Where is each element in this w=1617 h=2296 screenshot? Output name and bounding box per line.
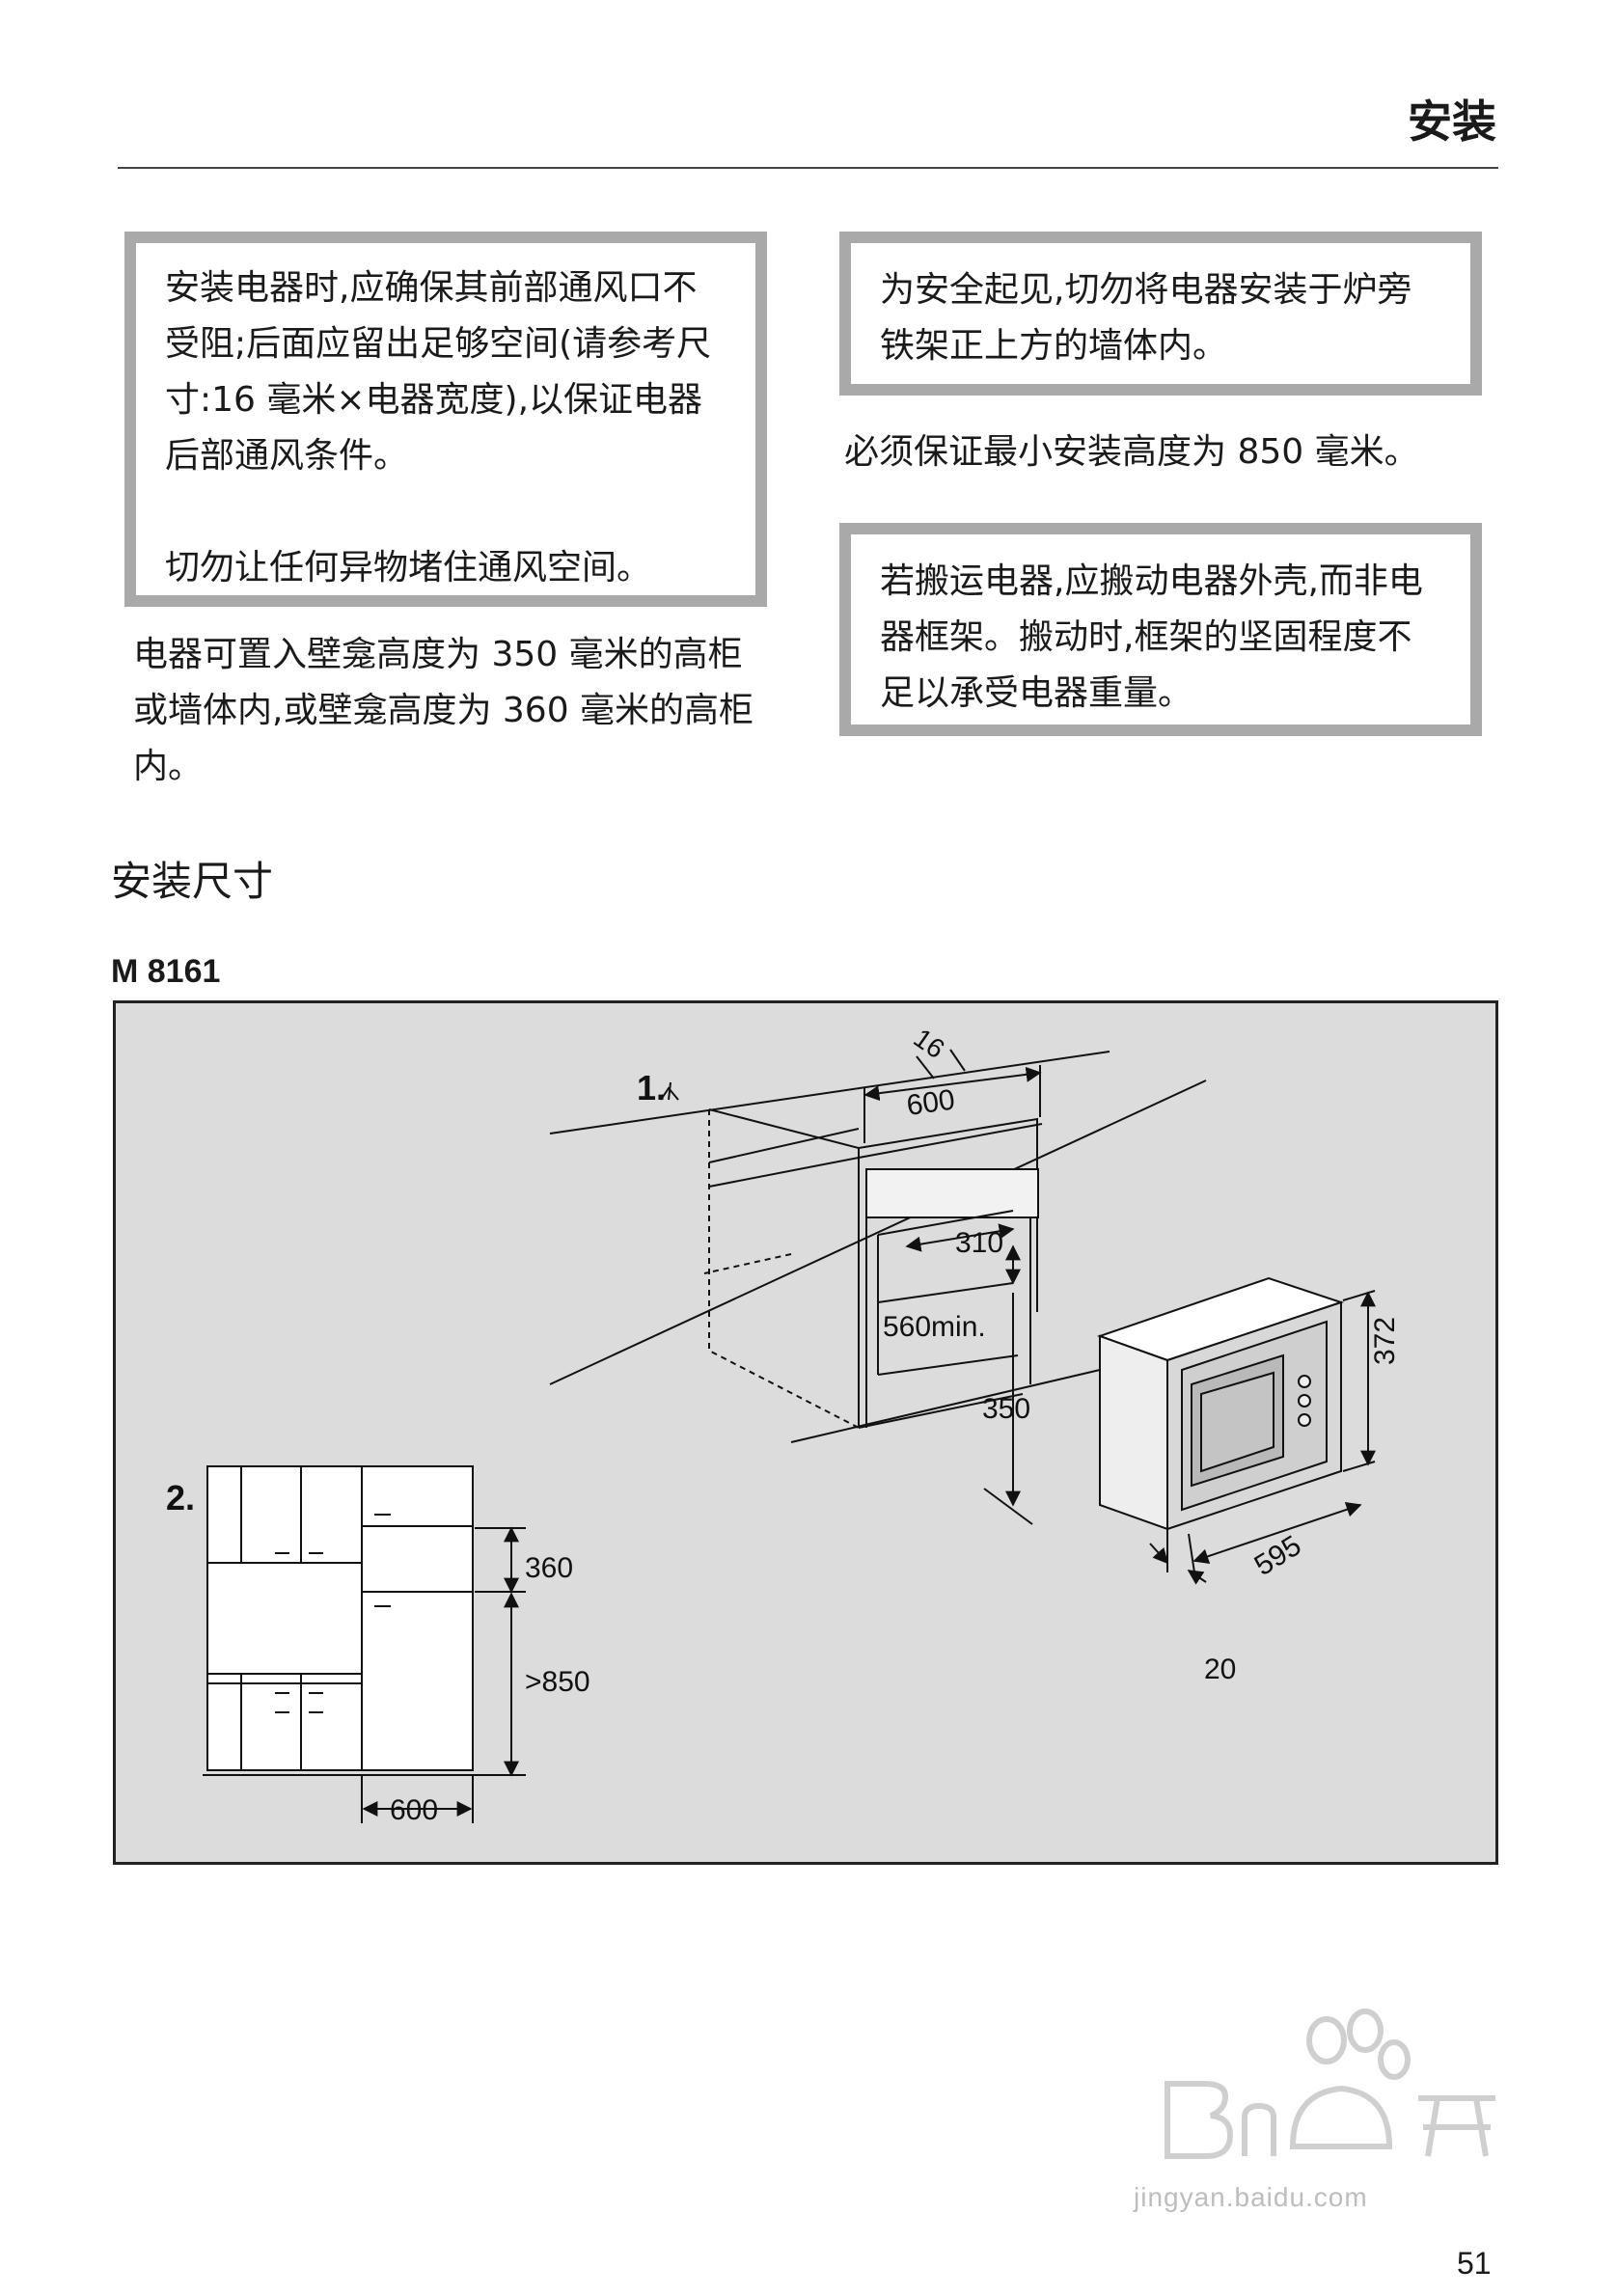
page-header-title: 安装 xyxy=(1408,96,1496,148)
dim-360-label: 360 xyxy=(525,1552,573,1584)
carry-notice-box: 若搬运电器,应搬动电器外壳,而非电器框架。搬动时,框架的坚固程度不足以承受电器重… xyxy=(839,523,1482,736)
dim-600-bottom-label: 600 xyxy=(390,1794,438,1826)
dim-850-label: >850 xyxy=(525,1666,590,1698)
dim-372-label: 372 xyxy=(1369,1317,1401,1365)
dim-16-label: 16 xyxy=(908,1023,949,1064)
ventilation-warning-text: 切勿让任何异物堵住通风空间。 xyxy=(165,548,652,588)
installation-diagram: 1. 2. 16 600 310 560min. 350 372 595 20 … xyxy=(113,1000,1498,1865)
kitchen-cabinet-drawing xyxy=(203,1465,526,1823)
safety-notice-text: 为安全起见,切勿将电器安装于炉旁铁架正上方的墙体内。 xyxy=(880,270,1412,366)
baidu-watermark-logo xyxy=(1165,2009,1495,2159)
niche-drawing xyxy=(549,1049,1207,1525)
model-label: M 8161 xyxy=(111,953,221,990)
ventilation-notice-box: 安装电器时,应确保其前部通风口不受阻;后面应留出足够空间(请参考尺寸:16 毫米… xyxy=(124,232,767,607)
dim-600-top-label: 600 xyxy=(905,1083,957,1122)
ventilation-notice-text: 安装电器时,应确保其前部通风口不受阻;后面应留出足够空间(请参考尺寸:16 毫米… xyxy=(165,268,712,476)
dim-310-label: 310 xyxy=(955,1227,1003,1259)
microwave-drawing xyxy=(1096,1276,1376,1585)
step-2-label: 2. xyxy=(166,1478,195,1517)
installation-diagram-drawing: 1. 2. 16 600 310 560min. 350 372 595 20 … xyxy=(166,1023,1401,1826)
niche-height-text: 电器可置入壁龛高度为 350 毫米的高柜或墙体内,或壁龛高度为 360 毫米的高… xyxy=(133,635,754,786)
dim-560-label: 560min. xyxy=(883,1311,986,1343)
page-number: 51 xyxy=(1457,2246,1492,2281)
dim-20-label: 20 xyxy=(1204,1654,1236,1685)
section-heading: 安装尺寸 xyxy=(111,858,274,905)
dim-350-label: 350 xyxy=(982,1393,1030,1425)
safety-notice-box: 为安全起见,切勿将电器安装于炉旁铁架正上方的墙体内。 xyxy=(839,232,1482,396)
step-1-label: 1. xyxy=(637,1068,666,1107)
watermark-url: jingyan.baidu.com xyxy=(1134,2182,1368,2212)
carry-notice-text: 若搬运电器,应搬动电器外壳,而非电器框架。搬动时,框架的坚固程度不足以承受电器重… xyxy=(880,561,1423,713)
header-divider xyxy=(118,167,1498,169)
min-height-text: 必须保证最小安装高度为 850 毫米。 xyxy=(844,432,1419,472)
dim-595-label: 595 xyxy=(1249,1530,1307,1583)
